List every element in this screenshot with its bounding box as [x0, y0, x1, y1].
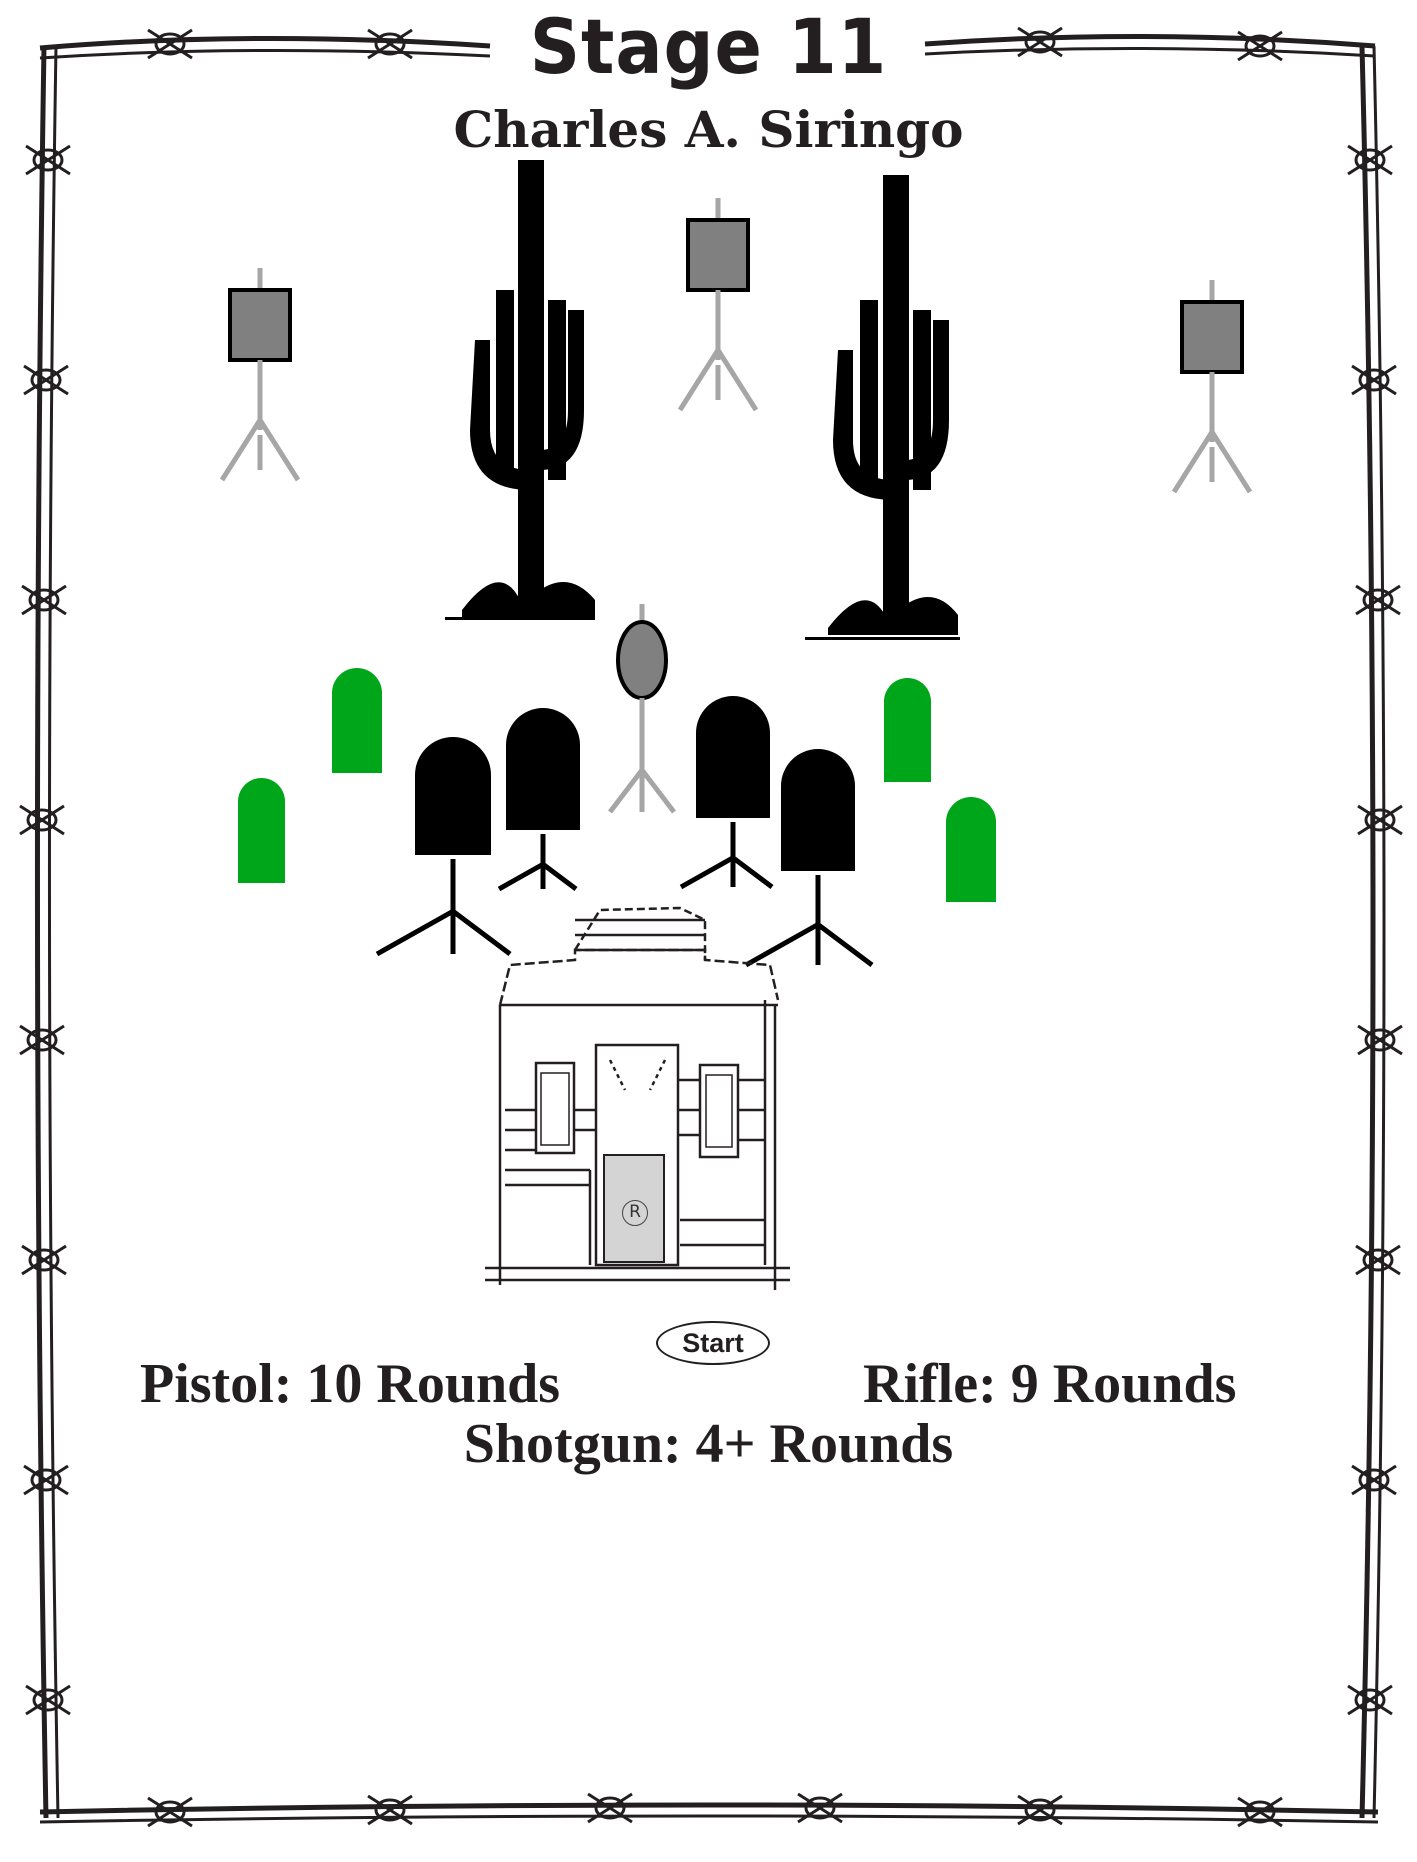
barb-bottom	[1018, 1796, 1062, 1824]
shotgun-target	[332, 668, 382, 773]
shotgun-targets	[238, 668, 996, 902]
rifle-rounds: Rifle: 9 Rounds	[863, 1352, 1236, 1416]
reload-marker-label: R	[623, 1201, 647, 1224]
rifle-target	[1174, 280, 1250, 492]
barb-left	[24, 366, 68, 394]
pistol-target	[681, 696, 772, 887]
pistol-rounds: Pistol: 10 Rounds	[140, 1352, 560, 1416]
pistol-target	[377, 737, 510, 954]
barb-left	[20, 1026, 64, 1054]
pistol-target	[499, 708, 580, 889]
barb-bottom	[1238, 1798, 1282, 1826]
page-subtitle: Charles A. Siringo	[0, 100, 1417, 159]
rifle-targets	[222, 198, 1250, 492]
shotgun-rounds: Shotgun: 4+ Rounds	[0, 1412, 1417, 1476]
barb-right	[1358, 1026, 1402, 1054]
barb-left	[26, 1686, 70, 1714]
barb-right	[1356, 1246, 1400, 1274]
barb-right	[1352, 366, 1396, 394]
barb-right	[1358, 806, 1402, 834]
barb-right	[1348, 1686, 1392, 1714]
wire-barbs	[20, 28, 1402, 1826]
barb-right	[1356, 586, 1400, 614]
saguaro-cactus-right	[805, 175, 960, 640]
shotgun-target	[238, 778, 285, 883]
barb-left	[20, 806, 64, 834]
start-position: Start	[656, 1321, 770, 1365]
barb-left	[22, 586, 66, 614]
rifle-target	[680, 198, 756, 410]
saguaro-cactus-left	[445, 160, 595, 620]
pistol-targets	[377, 696, 872, 965]
barb-left	[22, 1246, 66, 1274]
barb-bottom	[798, 1794, 842, 1822]
reload-marker: R	[622, 1200, 648, 1226]
shotgun-target	[946, 797, 996, 902]
page-title: Stage 11	[57, 2, 1361, 91]
barb-bottom	[148, 1798, 192, 1826]
shotgun-target	[884, 678, 931, 782]
rifle-target	[222, 268, 298, 480]
barb-bottom	[368, 1796, 412, 1824]
barb-bottom	[588, 1794, 632, 1822]
start-label: Start	[656, 1321, 770, 1365]
oval-rifle-target	[610, 604, 674, 812]
